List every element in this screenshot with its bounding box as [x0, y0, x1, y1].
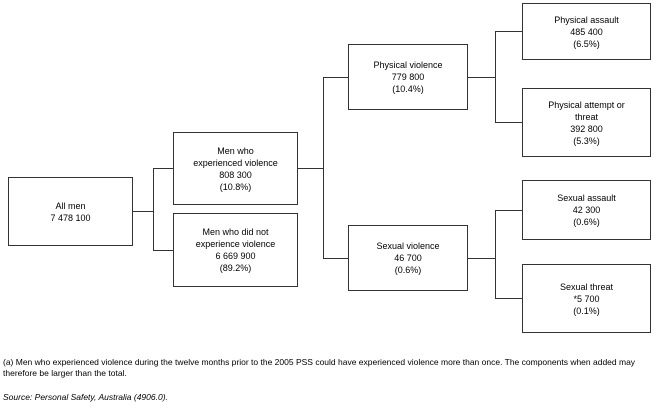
node-sexual-threat: Sexual threat *5 700 (0.1%)	[522, 264, 651, 333]
node-all-men: All men 7 478 100	[8, 177, 133, 246]
node-label: Sexual assault	[557, 193, 616, 203]
node-experienced-violence: Men who experienced violence 808 300 (10…	[173, 132, 298, 205]
node-label: Physical violence	[373, 60, 443, 70]
node-percent: (10.4%)	[392, 84, 424, 94]
node-percent: (0.6%)	[394, 265, 422, 275]
node-sexual-assault: Sexual assault 42 300 (0.6%)	[522, 180, 651, 240]
node-percent: (5.3%)	[573, 135, 600, 146]
node-label: Men who did not experience violence	[195, 227, 276, 249]
node-percent: (6.5%)	[573, 38, 600, 49]
node-label: Sexual violence	[376, 241, 440, 251]
node-percent: (10.8%)	[219, 181, 252, 192]
node-not-experienced-violence: Men who did not experience violence 6 66…	[173, 213, 298, 287]
node-label: Physical assault	[554, 14, 619, 25]
node-label: Men who experienced violence	[193, 145, 278, 168]
node-label: Physical attempt or threat	[548, 99, 625, 122]
node-value: 485 400	[570, 26, 603, 37]
node-value: 779 800	[391, 72, 425, 82]
node-percent: (0.1%)	[573, 305, 600, 316]
footnote: (a) Men who experienced violence during …	[3, 357, 636, 378]
node-value: 6 669 900	[215, 251, 256, 261]
node-sexual-violence: Sexual violence 46 700 (0.6%)	[348, 225, 468, 291]
node-value: 392 800	[570, 123, 603, 134]
node-label: All men	[55, 200, 86, 211]
node-value: 46 700	[394, 253, 422, 263]
node-physical-attempt-or-threat: Physical attempt or threat 392 800 (5.3%…	[522, 88, 651, 157]
source-note: Source: Personal Safety, Australia (4906…	[3, 392, 168, 402]
node-value: 808 300	[219, 169, 252, 180]
node-percent: (89.2%)	[219, 263, 252, 273]
node-value: 7 478 100	[50, 212, 91, 223]
node-value: *5 700	[573, 293, 600, 304]
node-physical-assault: Physical assault 485 400 (6.5%)	[522, 3, 651, 60]
node-percent: (0.6%)	[573, 217, 600, 227]
node-value: 42 300	[572, 205, 601, 215]
node-label: Sexual threat	[559, 281, 614, 292]
node-physical-violence: Physical violence 779 800 (10.4%)	[348, 44, 468, 110]
